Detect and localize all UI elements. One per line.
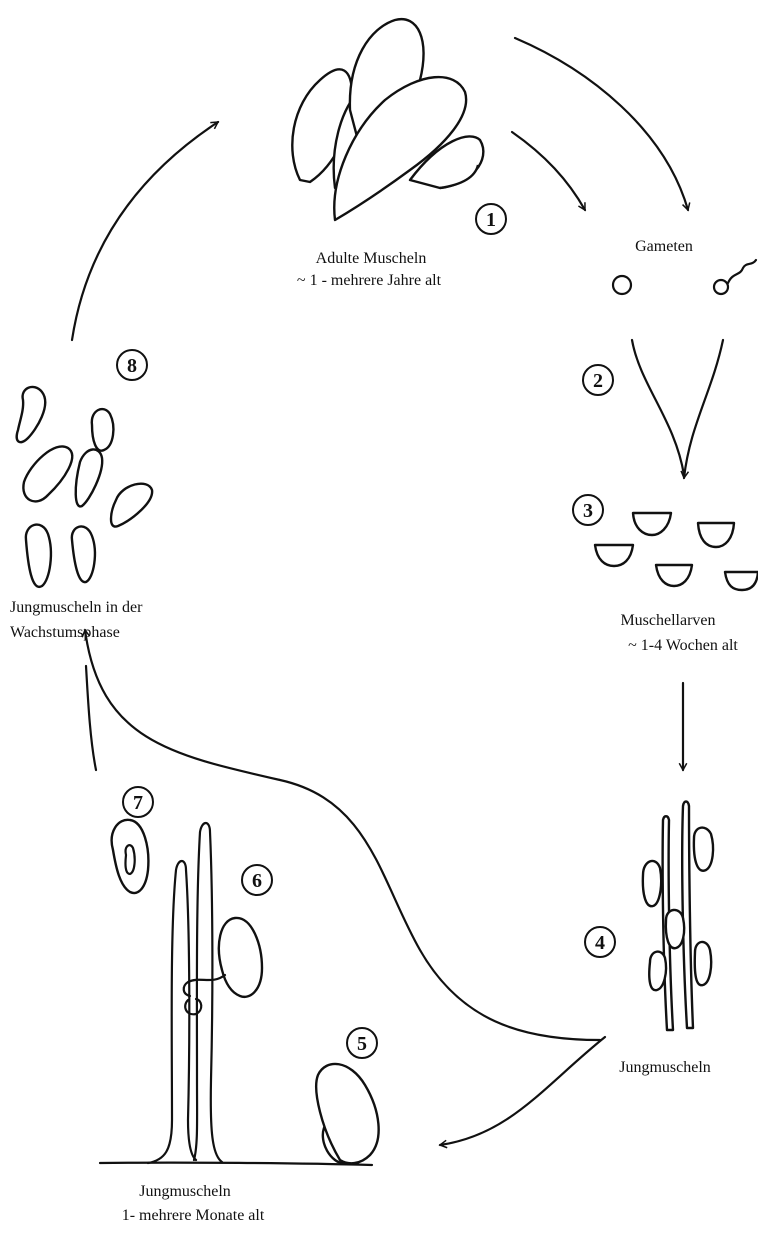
svg-text:2: 2: [593, 370, 603, 392]
svg-text:4: 4: [595, 932, 605, 954]
stage-1-badge: 1: [476, 204, 506, 234]
stage-7-free-mussel-illustration: [112, 820, 149, 893]
adult-mussels-illustration: [292, 19, 483, 220]
stage-5-settled-mussel-illustration: [316, 1064, 378, 1163]
stage-8-label-line-1: Jungmuscheln in der: [10, 599, 143, 616]
stage-8-label-line-2: Wachstumsphase: [10, 624, 120, 641]
stage-6-attached-mussel-illustration: [184, 918, 262, 1014]
arrow-juveniles-to-growth-phase: [85, 630, 600, 1040]
svg-text:6: 6: [252, 870, 262, 892]
gametes-label: Gameten: [635, 238, 693, 255]
larvae-illustration: [595, 513, 758, 590]
arrow-adults-to-gametes-outer: [515, 38, 688, 210]
sperm-cell-icon: [714, 260, 756, 294]
arrow-adults-to-gametes-inner: [512, 132, 585, 210]
svg-text:8: 8: [127, 355, 137, 377]
stage-7-badge: 7: [123, 787, 153, 817]
stage-2-badge: 2: [583, 365, 613, 395]
stage-1-label-line-2: ~ 1 - mehrere Jahre alt: [297, 272, 442, 289]
svg-text:1: 1: [486, 209, 496, 231]
arrow-juveniles-to-settlement: [440, 1037, 605, 1145]
stage-3-label-line-1: Muschellarven: [620, 612, 715, 629]
svg-text:7: 7: [133, 792, 143, 814]
svg-text:5: 5: [357, 1033, 367, 1055]
filament-with-juveniles-illustration: [643, 802, 713, 1031]
stage-3-label-line-2: ~ 1-4 Wochen alt: [628, 637, 738, 654]
arrow-sperm-to-larvae: [684, 340, 723, 478]
egg-cell-icon: [613, 276, 631, 294]
stage-1-label-line-1: Adulte Muscheln: [316, 250, 427, 267]
stage-5-badge: 5: [347, 1028, 377, 1058]
bottom-label-line-2: 1- mehrere Monate alt: [122, 1207, 265, 1224]
arrow-stage-7-to-growth-phase: [86, 666, 96, 770]
stage-3-badge: 3: [573, 495, 603, 525]
stage-4-badge: 4: [585, 927, 615, 957]
svg-text:3: 3: [583, 500, 593, 522]
stage-6-badge: 6: [242, 865, 272, 895]
stage-4-label: Jungmuscheln: [619, 1059, 711, 1076]
arrow-egg-to-larvae: [632, 340, 684, 475]
stage-8-badge: 8: [117, 350, 147, 380]
bottom-label-line-1: Jungmuscheln: [139, 1183, 231, 1200]
growth-phase-mussels-illustration: [17, 387, 152, 587]
arrow-growth-phase-to-adults: [72, 122, 218, 340]
